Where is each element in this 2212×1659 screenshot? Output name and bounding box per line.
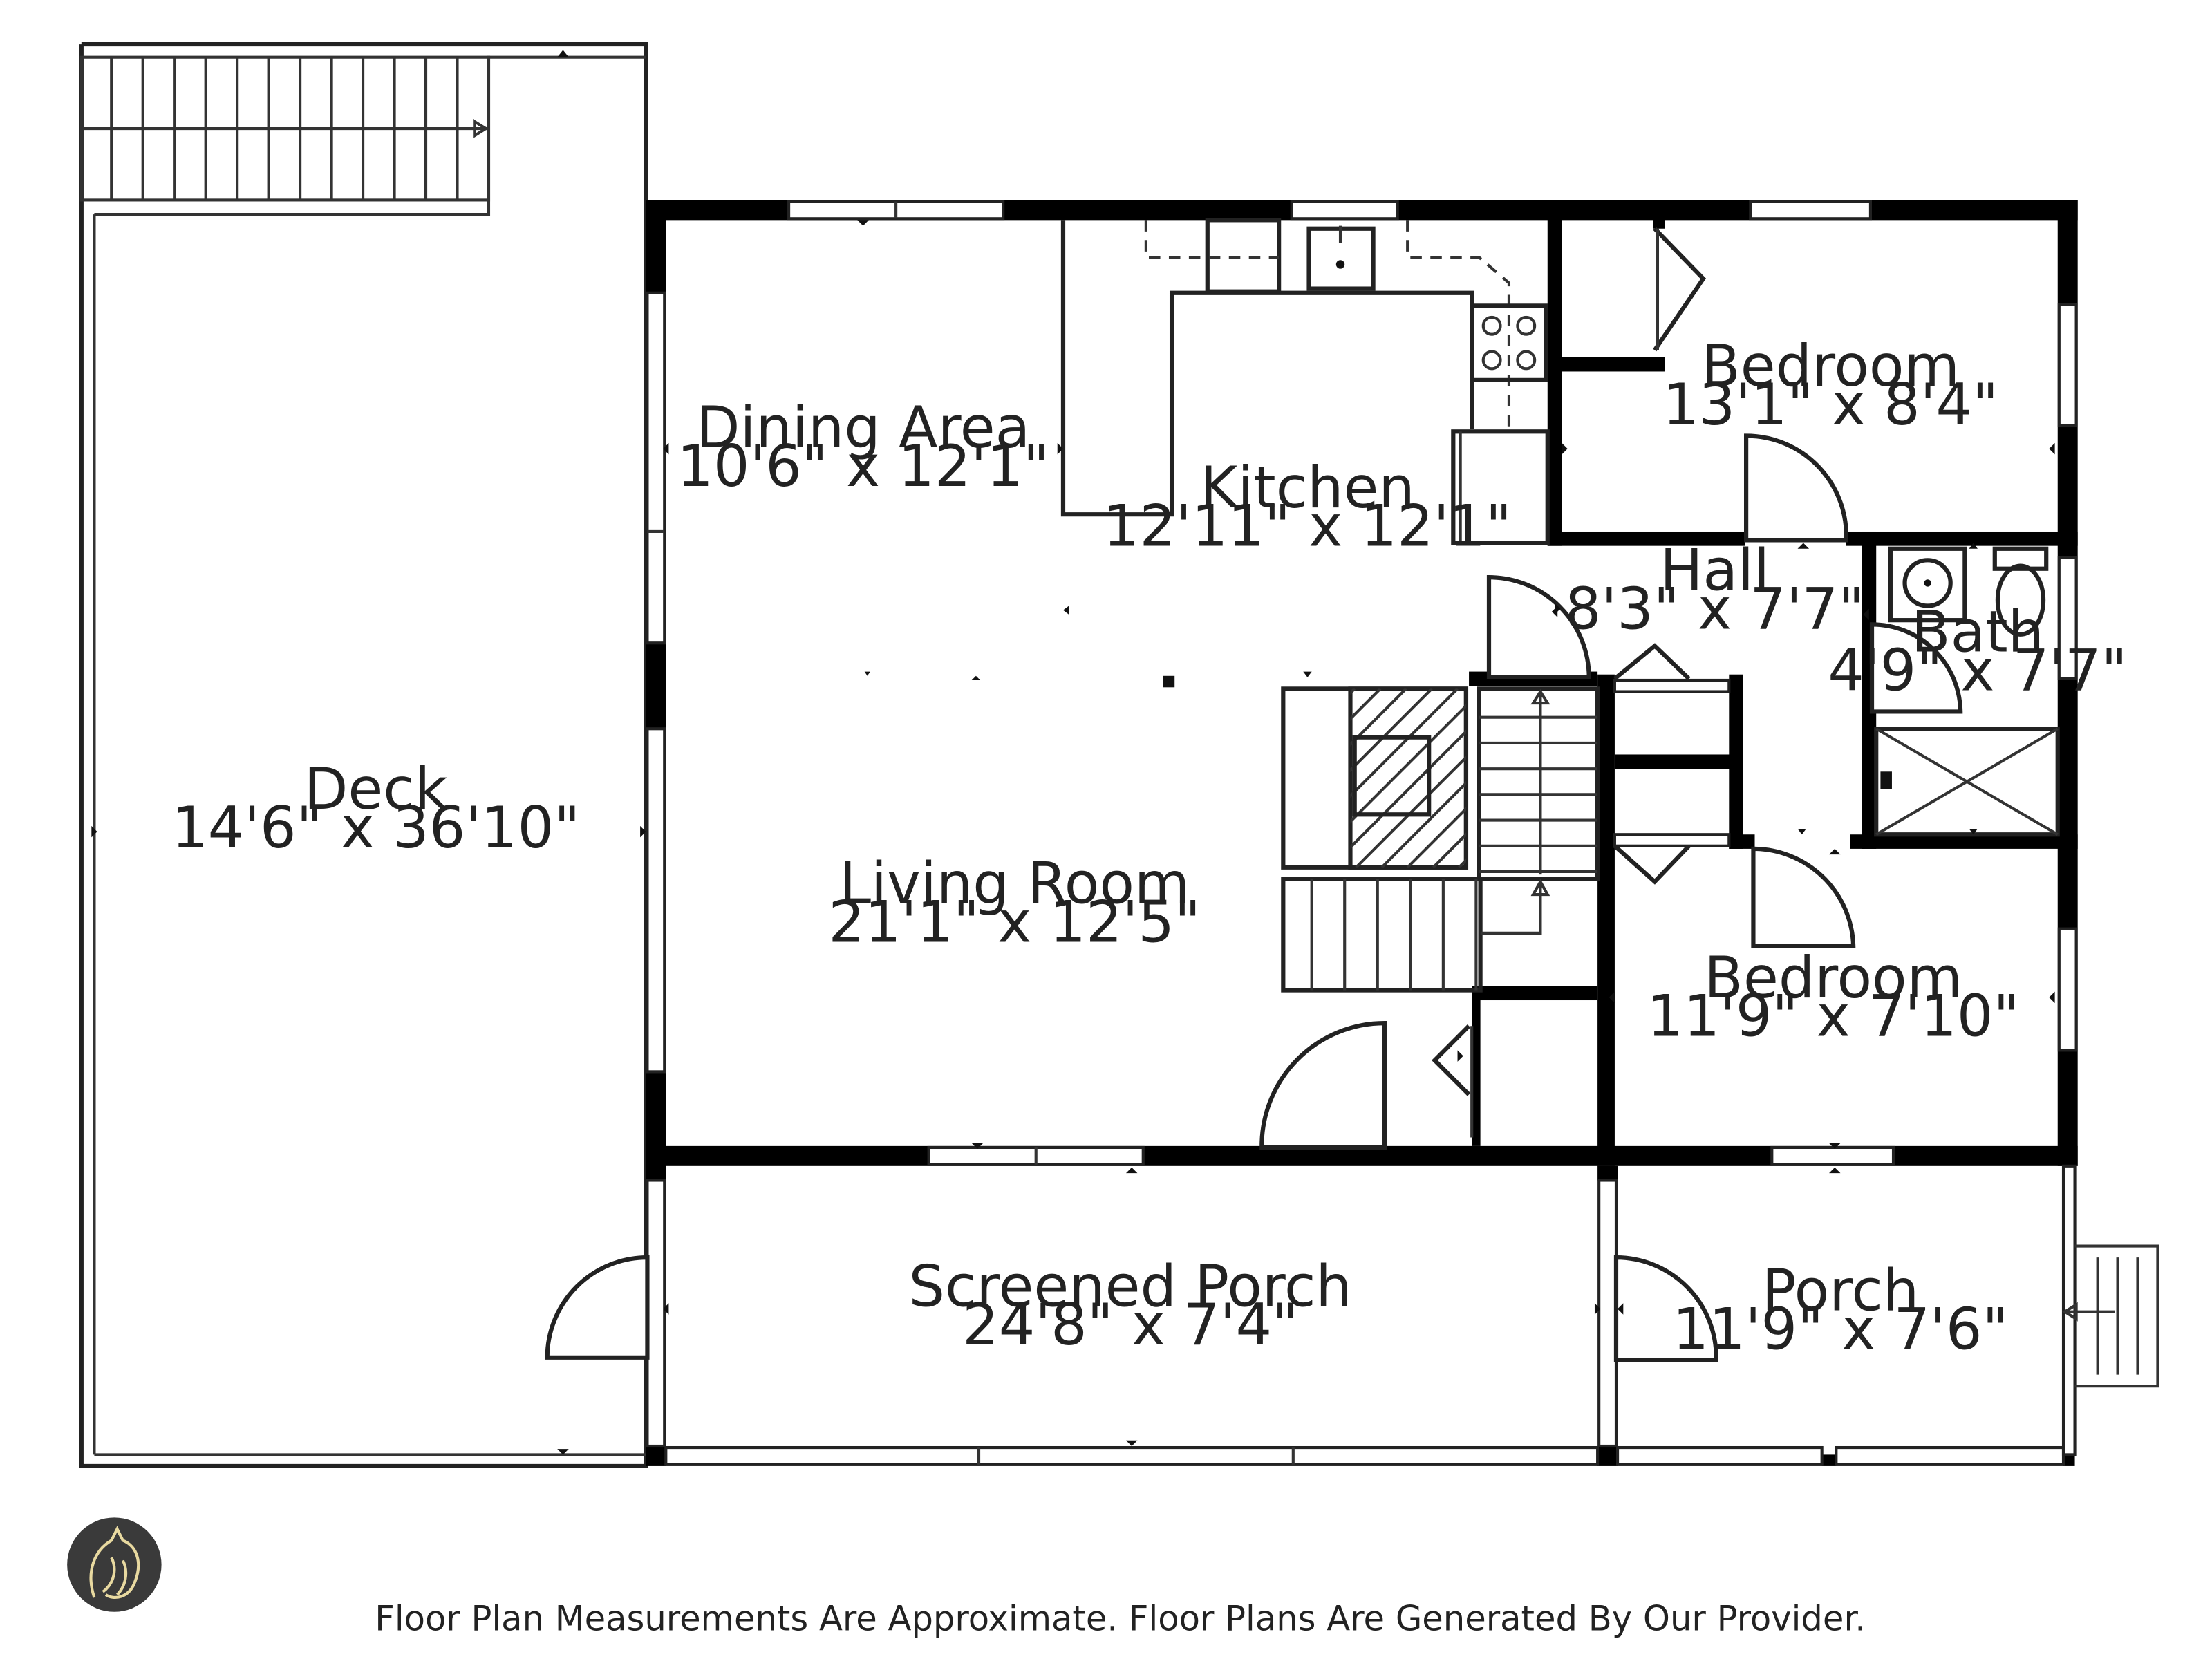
wolf-logo <box>67 1517 162 1612</box>
deck-label: Deck <box>304 756 448 823</box>
kitchen-label: Kitchen <box>1200 455 1415 521</box>
fireplace <box>1281 686 1469 870</box>
doors <box>545 227 1963 1363</box>
disclaimer-text: Floor Plan Measurements Are Approximate.… <box>375 1599 1866 1639</box>
deck-area <box>79 41 648 1469</box>
screened-porch-label: Screened Porch <box>908 1253 1351 1320</box>
hall-label: Hall <box>1660 538 1770 604</box>
living-room-label: Living Room <box>839 850 1190 917</box>
porch-label: Porch <box>1762 1258 1920 1324</box>
porch-dimensions: 11'9" x 7'6" <box>1673 1296 2009 1362</box>
bedroom-1-label: Bedroom <box>1701 333 1960 400</box>
hall-dimensions: 8'3" x 7'7" <box>1565 577 1864 643</box>
screened-porch-dimensions: 24'8" x 7'4" <box>962 1292 1298 1358</box>
wolf-icon <box>89 1526 140 1599</box>
deck-dimensions: 14'6" x 36'10" <box>171 795 580 861</box>
dining-area-label: Dining Area <box>696 395 1030 461</box>
bedroom-1-dimensions: 13'1" x 8'4" <box>1662 372 1998 438</box>
porch-steps <box>2062 1244 2159 1388</box>
interior-walls <box>1469 214 2078 1166</box>
deck-stairs <box>79 55 491 202</box>
room-labels: Deck 14'6" x 36'10" Dining Area 10'6" x … <box>171 333 2128 1362</box>
interior-stairs <box>1281 686 1600 993</box>
dining-area-dimensions: 10'6" x 12'1" <box>677 433 1049 500</box>
windows <box>646 200 2078 1466</box>
kitchen-dimensions: 12'11" x 12'1" <box>1103 494 1512 560</box>
bedroom-2-dimensions: 11'9" x 7'10" <box>1647 984 2020 1050</box>
bath-dimensions: 4'9" x 7'7" <box>1828 637 2127 704</box>
markers <box>91 50 2055 1455</box>
kitchen-fixtures <box>1060 218 1550 545</box>
bath-label: Bath <box>1911 599 2044 666</box>
bedroom-2-label: Bedroom <box>1704 945 1962 1011</box>
bath-fixtures <box>1874 546 2060 837</box>
living-room-dimensions: 21'1" x 12'5" <box>828 889 1201 955</box>
